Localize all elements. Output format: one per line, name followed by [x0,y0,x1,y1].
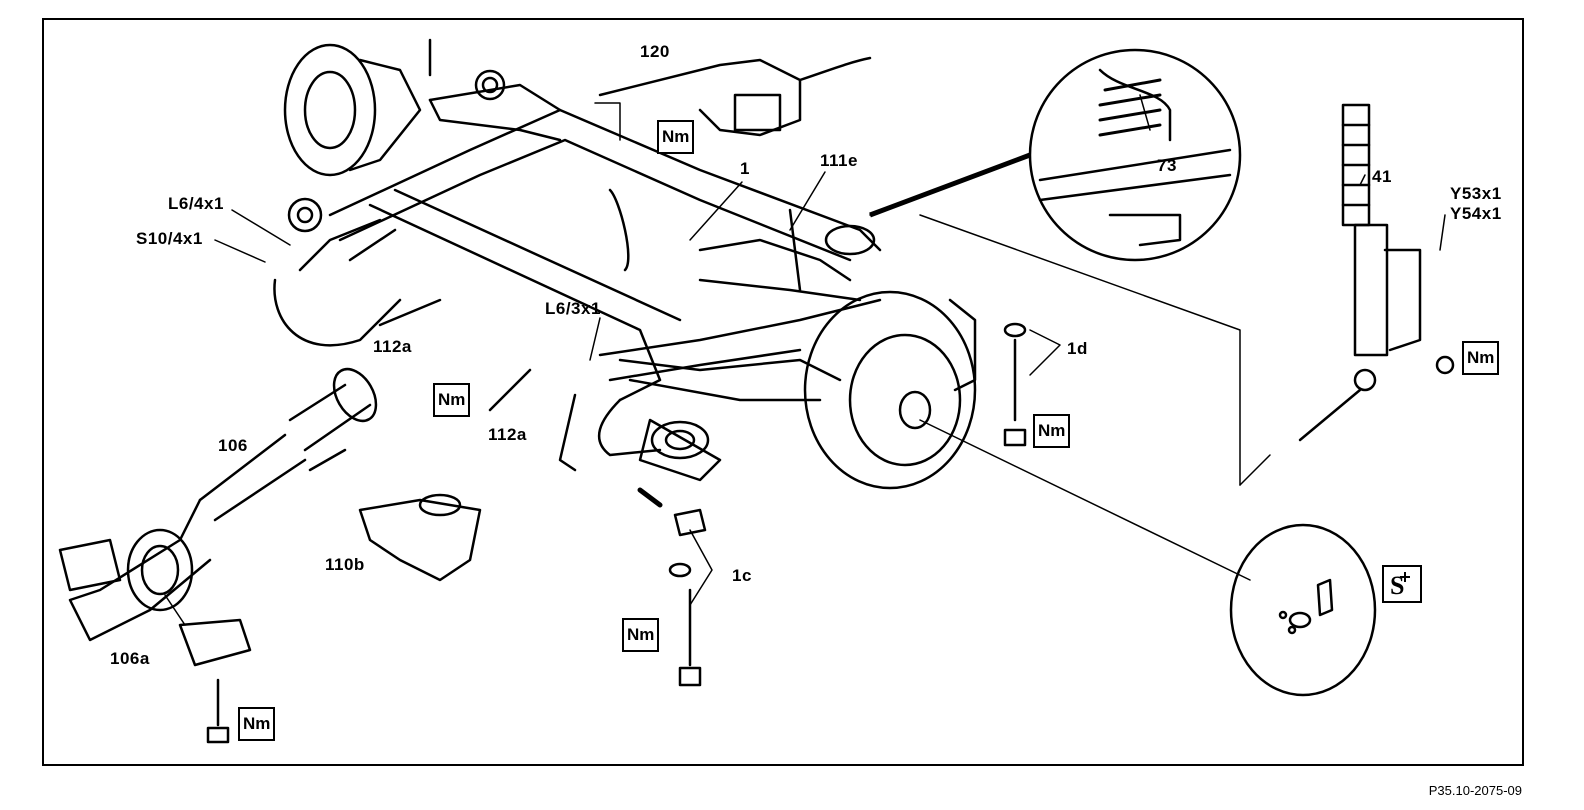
label-l6-4x1: L6/4x1 [168,194,224,213]
label-106a: 106a [110,649,150,668]
subframe [298,83,882,457]
label-120: 120 [640,42,670,61]
label-73: 73 [1157,156,1177,175]
torque-box-differential: Nm [433,383,471,417]
leader-lines [164,94,1446,626]
label-41: 41 [1372,167,1392,186]
label-106: 106 [218,436,248,455]
label-l6-3x1: L6/3x1 [545,299,601,318]
left-knuckle [283,38,506,233]
torque-box-shock: Nm [1462,341,1500,375]
shock-absorber [1298,103,1455,442]
torque-box-1d: Nm [1033,414,1071,448]
label-110b: 110b [325,555,365,574]
reference-number: P35.10-2075-09 [1428,783,1522,798]
special-tool-icon: S [1382,565,1422,603]
label-y53x1: Y53x1 [1450,184,1502,203]
label-111e: 111e [820,151,858,170]
label-112a-bottom: 112a [488,425,527,444]
label-s10-4x1: S10/4x1 [136,229,203,248]
label-1c: 1c [732,566,752,585]
brake-disc [803,290,977,490]
torque-box-106a: Nm [238,707,276,741]
label-1: 1 [740,159,750,178]
label-1d: 1d [1067,339,1088,358]
svg-text:S: S [1390,571,1404,600]
torque-box-1c: Nm [622,618,660,652]
mounts [638,224,876,482]
drive-shaft [58,367,378,667]
label-y54x1: Y54x1 [1450,204,1502,223]
control-arms [618,238,862,402]
label-112a-top: 112a [373,337,412,356]
torque-box-120: Nm [657,120,695,154]
detail-magnifier [1028,48,1242,262]
bracket-110b [358,493,482,582]
special-tool-disc [1229,523,1377,697]
diagram-frame [42,18,1524,766]
bolts [206,278,1027,744]
